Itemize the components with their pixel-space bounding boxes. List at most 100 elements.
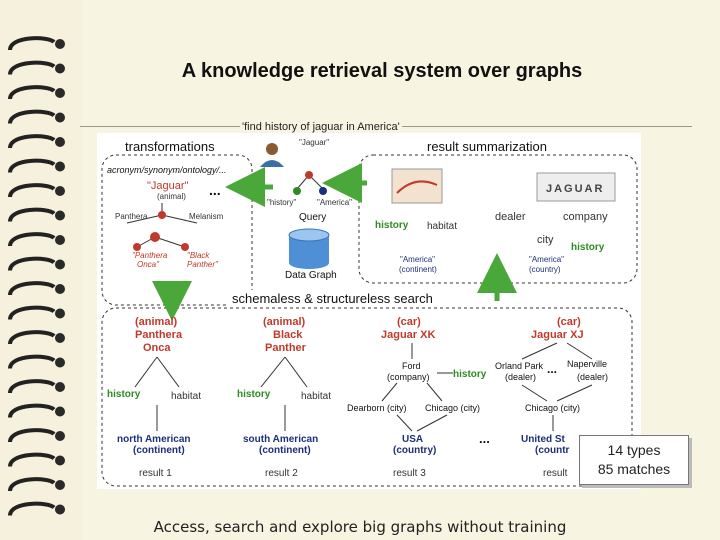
spiral-ring — [8, 428, 56, 443]
onto-node — [150, 232, 160, 242]
query-node — [293, 187, 301, 195]
spiral-binding — [8, 36, 65, 517]
r4-entity-2: Jaguar XJ — [531, 329, 584, 341]
spiral-hole — [55, 431, 65, 441]
spiral-hole — [55, 210, 65, 221]
r4-dots: ... — [547, 362, 557, 376]
r4-chicago: Chicago (city) — [525, 403, 580, 413]
diagram-svg: transformations result summarization sch… — [101, 138, 638, 487]
r3-ford: Ford — [402, 361, 421, 371]
sum-company: company — [563, 211, 608, 223]
r3-company: (company) — [387, 372, 430, 382]
onto-node — [158, 211, 166, 219]
spiral-hole — [55, 186, 65, 196]
r3-label: result 3 — [393, 468, 426, 479]
spiral-ring — [8, 134, 56, 149]
sum-country-2: (country) — [529, 265, 561, 274]
results-dots: ... — [479, 431, 490, 446]
r2-entity-3: Panther — [265, 342, 307, 354]
r4-target-2: (countr — [535, 445, 570, 456]
ontology-label: acronym/synonym/ontology/... — [107, 165, 227, 175]
spiral-hole — [55, 88, 65, 98]
spiral-hole — [55, 406, 65, 417]
r1-entity-2: Panthera — [135, 329, 183, 341]
r1-target-2: (continent) — [133, 445, 185, 456]
user-icon — [266, 143, 278, 155]
spiral-ring — [8, 354, 56, 370]
onto-dots: ... — [209, 182, 221, 198]
spiral-hole — [55, 161, 65, 172]
r2-entity-2: Black — [273, 329, 303, 341]
onto-panthera: Panthera — [115, 212, 148, 221]
spiral-ring — [8, 109, 56, 125]
onto-melanism: Melanism — [189, 212, 224, 221]
onto-node — [133, 243, 141, 251]
summarization-title: result summarization — [427, 139, 547, 154]
spiral-hole — [55, 235, 65, 245]
user-icon-body — [260, 160, 284, 167]
callout-types: 14 types — [607, 442, 661, 458]
stats-callout: 14 types 85 matches — [579, 435, 689, 485]
spiral-ring — [8, 403, 56, 419]
jaguar-logo-text: JAGUAR — [546, 183, 604, 195]
r3-target-2: (country) — [393, 445, 436, 456]
data-graph-label: Data Graph — [285, 270, 337, 281]
r3-target-1: USA — [402, 434, 423, 445]
spiral-ring — [8, 379, 56, 394]
r3-entity-2: Jaguar XK — [381, 329, 435, 341]
onto-panther-2: Panther" — [187, 260, 219, 269]
spiral-ring — [8, 477, 56, 492]
r2-label: result 2 — [265, 468, 298, 479]
spiral-ring — [8, 232, 56, 247]
spiral-ring — [8, 36, 56, 51]
spiral-hole — [55, 382, 65, 392]
spiral-ring — [8, 330, 56, 345]
spiral-ring — [8, 452, 56, 468]
spiral-hole — [55, 284, 65, 294]
spiral-hole — [55, 333, 65, 343]
spiral-ring — [8, 305, 56, 321]
sum-history-1: history — [375, 220, 409, 231]
jaguar-animal-image — [391, 168, 443, 204]
spiral-ring — [8, 158, 56, 174]
slide-caption: Access, search and explore big graphs wi… — [153, 518, 567, 536]
query-text: 'find history of jaguar in America' — [240, 121, 402, 133]
r2-target-2: (continent) — [259, 445, 311, 456]
r3-entity-1: (car) — [397, 316, 421, 328]
spiral-hole — [55, 357, 65, 368]
r1-history: history — [107, 389, 141, 400]
sum-habitat-1: habitat — [427, 221, 457, 232]
spiral-hole — [55, 480, 65, 490]
spiral-hole — [55, 112, 65, 123]
r4-naperville: Naperville — [567, 359, 607, 369]
spiral-hole — [55, 504, 65, 515]
r3-chicago: Chicago (city) — [425, 403, 480, 413]
r2-entity-1: (animal) — [263, 316, 306, 328]
diagram-figure: transformations result summarization sch… — [97, 133, 641, 489]
query-node — [305, 171, 313, 179]
slide-title: A knowledge retrieval system over graphs — [181, 60, 583, 82]
r4-target-1: United St — [521, 434, 566, 445]
spiral-hole — [55, 259, 65, 270]
onto-jaguar-sub: (animal) — [157, 192, 186, 201]
spiral-ring — [8, 85, 56, 100]
onto-node — [181, 243, 189, 251]
r2-habitat: habitat — [301, 391, 331, 402]
spiral-ring — [8, 281, 56, 296]
search-title: schemaless & structureless search — [232, 291, 433, 306]
sum-america-2: "America" — [529, 255, 564, 264]
spiral-hole — [55, 137, 65, 147]
query-node — [319, 187, 327, 195]
onto-onca-1: "Panthera — [132, 251, 168, 260]
query-jaguar: "Jaguar" — [299, 138, 329, 147]
r1-label: result 1 — [139, 468, 172, 479]
callout-matches: 85 matches — [597, 461, 671, 477]
spiral-hole — [55, 455, 65, 466]
spiral-ring — [8, 60, 56, 76]
spiral-ring — [8, 501, 56, 517]
r2-target-1: south American — [243, 434, 318, 445]
transformations-panel — [101, 154, 253, 306]
onto-jaguar: "Jaguar" — [147, 180, 189, 192]
sum-america-1: "America" — [400, 255, 435, 264]
sum-dealer: dealer — [495, 211, 526, 223]
